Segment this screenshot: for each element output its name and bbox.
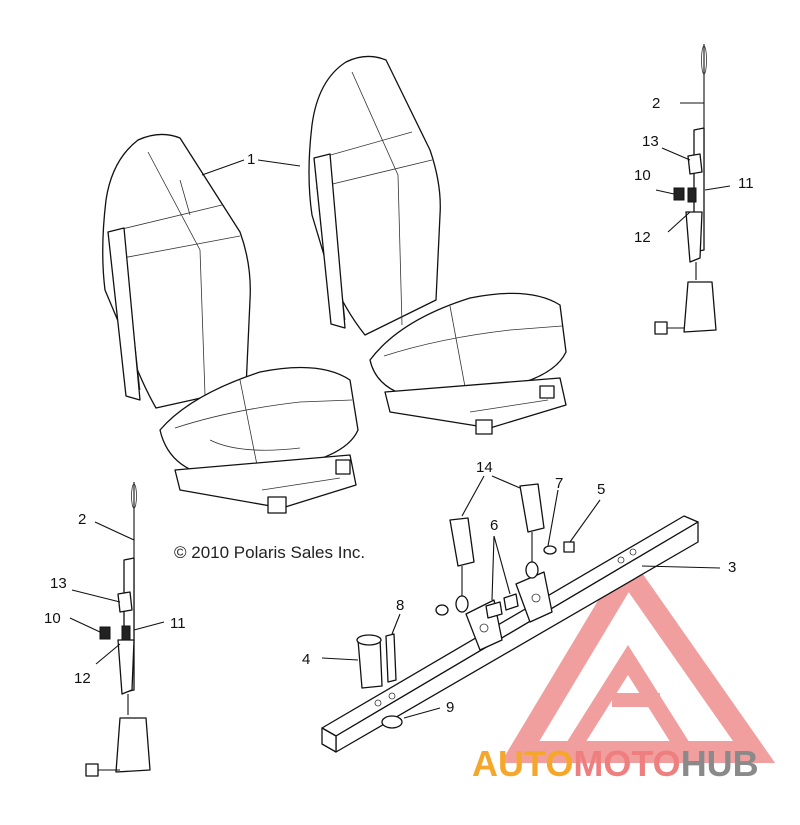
callout-labels: 1 2 13 10 11 12 2 13 10 11 12 14 7 5 6 3… — [44, 95, 754, 716]
callout-3: 3 — [728, 559, 736, 576]
seatbelt-assembly-upper — [654, 44, 731, 335]
callout-13-lower: 13 — [50, 575, 67, 592]
watermark-hub: HUB — [681, 743, 759, 784]
callout-11-lower: 11 — [170, 615, 186, 632]
callout-10-upper: 10 — [634, 167, 651, 184]
callout-9: 9 — [446, 699, 454, 716]
left-seat — [102, 133, 359, 514]
callout-13-upper: 13 — [642, 133, 659, 150]
watermark-text: AUTOMOTOHUB — [472, 743, 759, 784]
callout-12-lower: 12 — [74, 670, 91, 687]
callout-8: 8 — [396, 597, 404, 614]
crossbar-assembly — [321, 475, 721, 753]
callout-2-lower: 2 — [78, 511, 86, 528]
seatbelt-assembly-lower — [69, 482, 165, 777]
watermark-auto: AUTO — [472, 743, 573, 784]
callout-6: 6 — [490, 517, 498, 534]
callout-5: 5 — [597, 481, 605, 498]
right-seat — [308, 55, 567, 435]
watermark-logo — [500, 551, 776, 763]
callout-1: 1 — [247, 151, 255, 168]
callout-14: 14 — [476, 459, 493, 476]
callout-12-upper: 12 — [634, 229, 651, 246]
callout-11-upper: 11 — [738, 175, 754, 192]
callout-7: 7 — [555, 475, 563, 492]
copyright-notice: © 2010 Polaris Sales Inc. — [174, 543, 365, 562]
callout-2-upper: 2 — [652, 95, 660, 112]
callout-10-lower: 10 — [44, 610, 61, 627]
watermark-moto: MOTO — [573, 743, 680, 784]
callout-4: 4 — [302, 651, 310, 668]
